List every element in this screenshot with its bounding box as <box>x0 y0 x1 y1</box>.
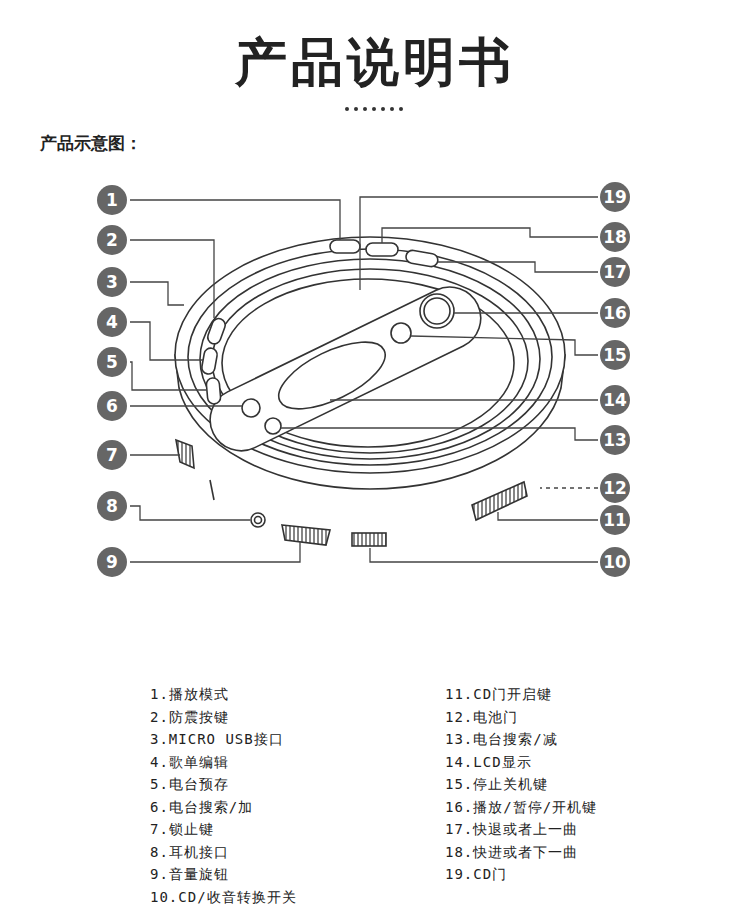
cd-player <box>175 237 565 546</box>
callout-text: 13 <box>603 430 627 450</box>
part-name: 6.电台搜索/加 <box>150 799 253 817</box>
part-name: 11.CD门开启键 <box>445 686 552 704</box>
callout-text: 10 <box>603 552 627 572</box>
part-name: 14.LCD显示 <box>445 754 532 772</box>
callout-text: 17 <box>603 262 627 282</box>
callout-text: 2 <box>106 230 118 250</box>
callout-text: 7 <box>106 445 118 465</box>
callout-number: 15 <box>600 340 630 370</box>
callout-number: 2 <box>97 225 127 255</box>
callout-text: 4 <box>106 312 118 332</box>
callout-number: 7 <box>97 440 127 470</box>
callout-text: 12 <box>603 478 627 498</box>
part-name: 18.快进或者下一曲 <box>445 844 578 862</box>
callout-number: 8 <box>97 491 127 521</box>
part-name: 12.电池门 <box>445 709 518 727</box>
part-name: 5.电台预存 <box>150 776 229 794</box>
part-name: 15.停止关机键 <box>445 776 548 794</box>
part-name: 9.音量旋钮 <box>150 866 229 884</box>
callout-text: 11 <box>603 510 627 530</box>
callout-number: 19 <box>600 182 630 212</box>
callout-text: 14 <box>603 390 627 410</box>
callout-text: 1 <box>106 190 118 210</box>
callout-number: 9 <box>97 547 127 577</box>
callout-text: 5 <box>106 352 118 372</box>
part-name: 2.防震按键 <box>150 709 229 727</box>
part-name: 4.歌单编辑 <box>150 754 229 772</box>
callout-text: 6 <box>106 396 118 416</box>
callout-text: 16 <box>603 303 627 323</box>
callout-number: 1 <box>97 185 127 215</box>
part-name: 8.耳机接口 <box>150 844 229 862</box>
callout-text: 3 <box>106 272 118 292</box>
callout-number: 11 <box>600 505 630 535</box>
part-name: 19.CD门 <box>445 866 507 884</box>
callout-number: 3 <box>97 267 127 297</box>
callout-text: 9 <box>106 552 118 572</box>
callout-number: 18 <box>600 222 630 252</box>
callout-text: 19 <box>603 187 627 207</box>
callout-number: 5 <box>97 347 127 377</box>
callout-number: 4 <box>97 307 127 337</box>
title-dots <box>345 107 403 111</box>
part-name: 1.播放模式 <box>150 686 229 704</box>
leader-lines <box>130 197 598 562</box>
page-title: 产品说明书 <box>235 28 515 98</box>
callout-number: 16 <box>600 298 630 328</box>
callout-number: 12 <box>600 473 630 503</box>
part-name: 13.电台搜索/减 <box>445 731 558 749</box>
callout-text: 18 <box>603 227 627 247</box>
callout-number: 13 <box>600 425 630 455</box>
part-name: 17.快退或者上一曲 <box>445 821 578 839</box>
part-name: 7.锁止键 <box>150 821 214 839</box>
callout-text: 8 <box>106 496 118 516</box>
callout-number: 14 <box>600 385 630 415</box>
part-name: 10.CD/收音转换开关 <box>150 889 297 907</box>
callout-number: 6 <box>97 391 127 421</box>
part-name: 16.播放/暂停/开机键 <box>445 799 597 817</box>
section-heading: 产品示意图： <box>40 132 142 155</box>
callout-number: 10 <box>600 547 630 577</box>
callout-text: 15 <box>603 345 627 365</box>
callout-number: 17 <box>600 257 630 287</box>
part-name: 3.MICRO USB接口 <box>150 731 284 749</box>
